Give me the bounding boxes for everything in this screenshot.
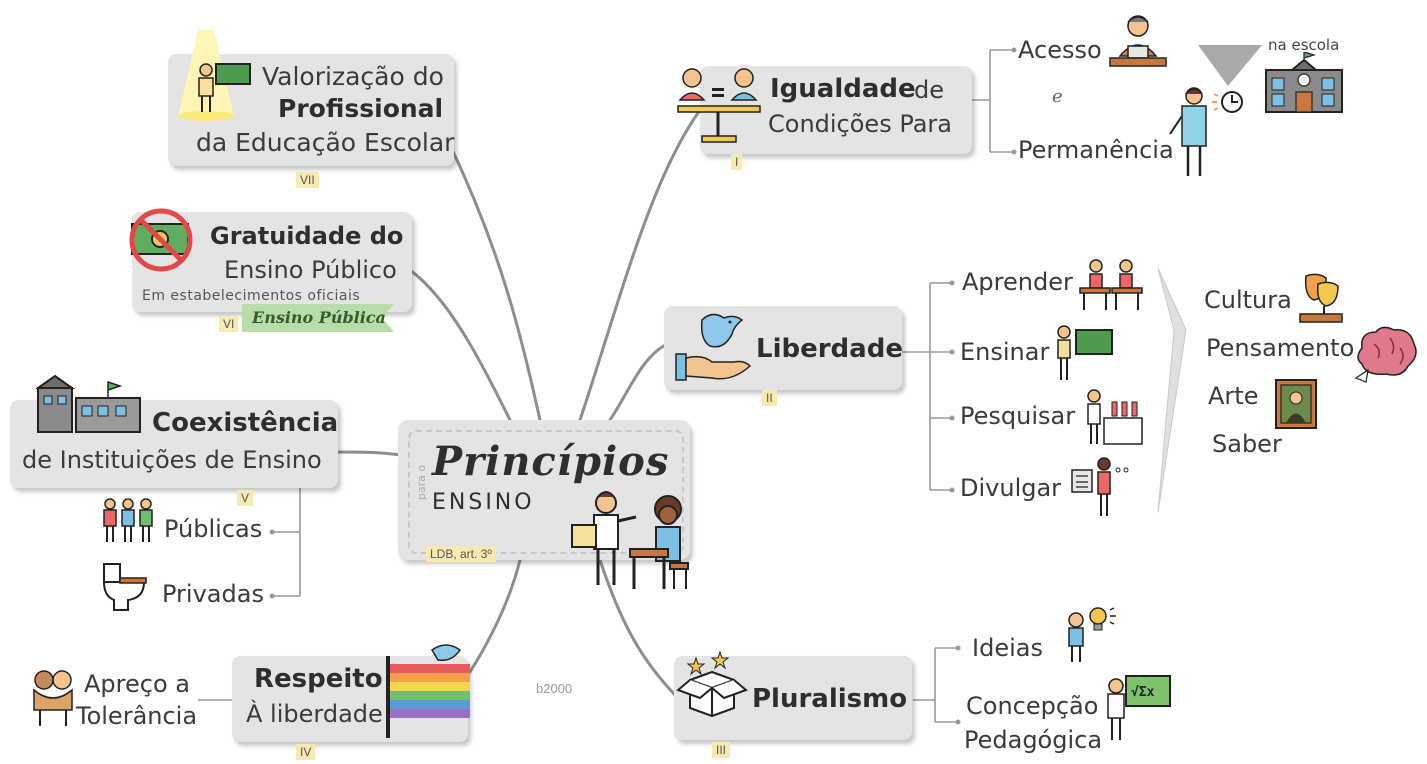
principle-iv-bold: Respeito [254,664,383,694]
svg-text:√Σx: √Σx [1131,685,1155,700]
person-clock-icon [1169,87,1243,176]
principle-v-item-publicas: Públicas [164,515,263,543]
principle-vi-ribbon: Ensino Pública [252,308,386,327]
principle-vi-numeral: VI [219,316,239,332]
principle-i-note: na escola [1268,36,1340,54]
principle-i-item-acesso: Acesso [1018,36,1102,64]
principle-ii-numeral: II [762,390,777,406]
principle-ii-item-ensinar: Ensinar [960,338,1050,366]
center-frame [408,430,684,554]
no-money-icon [129,208,193,272]
teacher-board-small-icon [1057,325,1113,380]
principle-iii-item-pedagogica: Pedagógica [964,726,1103,754]
principle-ii-bold: Liberdade [756,334,903,364]
principle-ii-item-pesquisar: Pesquisar [960,402,1076,430]
principle-ii-topic-pensamento: Pensamento [1206,334,1355,362]
principle-i-rest1: de [914,76,944,104]
principle-i-numeral: I [731,154,743,170]
brain-icon [1354,326,1417,383]
principle-iii-numeral: III [712,742,731,758]
principle-v-bold: Coexistência [152,408,339,438]
principle-i-rest2: Condições Para [768,110,953,138]
principle-ii-topic-arte: Arte [1208,382,1259,410]
principle-iv-item-tolerancia: Tolerância [76,702,198,730]
center-title: Princípios [432,438,670,485]
principle-i-bold: Igualdade [770,74,916,104]
principle-ii-topic-saber: Saber [1212,430,1282,458]
principle-vii-bold: Profissional [278,94,444,123]
principle-vii-numeral: VII [296,172,319,188]
center-ref-tag: LDB, art. 3º [426,546,496,562]
hand-bird-icon [675,313,752,381]
principle-ii-item-divulgar: Divulgar [960,474,1062,502]
principle-vi-bold: Gratuidade do [210,222,404,250]
teacher-formula-icon: √Σx [1107,675,1171,740]
principle-ii-item-aprender: Aprender [962,268,1073,296]
person-lightbulb-icon [1068,607,1116,662]
center-side-word: para o [415,464,429,501]
hug-icon [33,670,73,726]
principle-iii-bold: Pluralismo [752,684,908,714]
theater-masks-icon [1299,273,1343,323]
principle-i-connector: e [1052,86,1063,107]
ribbon-shape [242,304,394,332]
principle-ii-topic-cultura: Cultura [1204,286,1292,314]
students-desks-icon [1079,259,1143,310]
principle-vi-rest: Ensino Público [224,256,397,284]
credit: b2000 [536,681,573,696]
school-buildings-icon [36,374,141,433]
center-node [398,420,690,560]
principle-v-rest: de Instituições de Ensino [22,446,322,474]
painting-icon [1275,379,1317,429]
principle-v-item-privadas: Privadas [162,580,264,608]
principle-iv-numeral: IV [296,744,316,760]
people-group-icon [103,498,153,542]
toilet-icon [102,563,147,611]
principle-i-item-permanencia: Permanência [1018,136,1174,164]
open-box-stars-icon [676,650,748,718]
person-newspaper-icon [1071,457,1129,516]
principle-vi-small: Em estabelecimentos oficiais [142,288,361,304]
scientist-lab-icon [1087,389,1143,445]
person-laptop-icon [1109,15,1167,67]
principle-iii-item-concepcao: Concepção [966,692,1099,720]
center-subtitle: ENSINO [432,490,535,515]
equality-scale-icon [677,68,761,143]
principle-iv-item-apreco: Apreço a [84,670,190,698]
principle-v-numeral: V [237,490,254,506]
principle-vii-line3: da Educação Escolar [196,128,455,157]
principle-iii-item-ideias: Ideias [972,634,1043,662]
teacher-board-icon [178,30,251,121]
rainbow-flag-icon [386,644,470,738]
school-icon [1265,52,1343,113]
principle-vii-line1: Valorização do [262,62,444,91]
teacher-student-icon [571,491,689,589]
principle-iv-rest: À liberdade [246,700,383,728]
